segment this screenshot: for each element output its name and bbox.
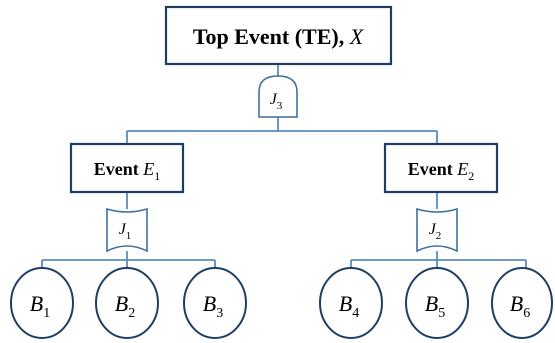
event-e2-label: Event — [408, 159, 458, 179]
basic-event-b3: B3 — [183, 267, 247, 339]
basic-event-b5-text: B5 — [425, 291, 445, 321]
gate-j1-shape — [106, 207, 148, 253]
basic-event-b6-circle — [491, 267, 553, 339]
basic-event-b1-circle — [10, 267, 74, 339]
event-e1-sub: 1 — [154, 169, 160, 183]
gate-j2-sub: 2 — [436, 230, 442, 242]
basic-event-b5-sub: 5 — [438, 306, 445, 321]
basic-event-b4-letter: B — [339, 291, 352, 316]
event-e2-sub: 2 — [468, 169, 474, 183]
event-e1-label: Event — [94, 159, 144, 179]
basic-event-b2-sub: 2 — [128, 306, 135, 321]
gate-j3-sub: 3 — [277, 100, 283, 112]
gate-j1-text: J1 — [119, 221, 132, 242]
basic-event-b5: B5 — [405, 267, 469, 339]
basic-event-b2-text: B2 — [115, 291, 135, 321]
gate-j3-text: J3 — [270, 91, 283, 112]
gate-j1-letter: J — [119, 221, 127, 238]
event-e1-box — [69, 142, 185, 194]
event-e2-box — [383, 142, 499, 194]
top-event-var: X — [349, 24, 365, 49]
gate-j1: J1 — [106, 207, 148, 253]
gate-j2-letter: J — [429, 221, 437, 238]
basic-event-b2: B2 — [95, 267, 159, 339]
basic-event-b1-sub: 1 — [43, 306, 50, 321]
gate-j2-shape — [416, 207, 458, 253]
connectors — [41, 64, 527, 268]
gate-j1-sub: 1 — [126, 230, 132, 242]
event-e1-text: Event E1 — [94, 159, 161, 183]
basic-event-b1-text: B1 — [30, 291, 50, 321]
event-e1-letter: E — [142, 159, 154, 179]
basic-event-b6-text: B6 — [510, 291, 530, 321]
basic-event-b5-letter: B — [425, 291, 438, 316]
basic-event-b2-letter: B — [115, 291, 128, 316]
basic-event-b4-sub: 4 — [352, 306, 359, 321]
basic-event-b1: B1 — [10, 267, 74, 339]
basic-event-b3-letter: B — [203, 291, 216, 316]
basic-event-b3-text: B3 — [203, 291, 223, 321]
basic-event-b3-circle — [183, 267, 247, 339]
basic-event-b3-sub: 3 — [216, 306, 223, 321]
gate-j3-shape — [258, 75, 298, 118]
top-event-node: Top Event (TE), X — [164, 5, 393, 66]
gate-j3-letter: J — [270, 91, 278, 108]
gate-j3: J3 — [258, 75, 298, 118]
basic-event-b6-sub: 6 — [523, 306, 530, 321]
basic-event-b4-text: B4 — [339, 291, 359, 321]
top-event-label: Top Event (TE), — [193, 24, 350, 49]
event-e2-text: Event E2 — [408, 159, 475, 183]
basic-event-b1-letter: B — [30, 291, 43, 316]
basic-event-b6: B6 — [491, 267, 553, 339]
basic-event-b6-letter: B — [510, 291, 523, 316]
event-e1-node: Event E1 — [69, 142, 185, 194]
gate-j2: J2 — [416, 207, 458, 253]
basic-event-b4-circle — [319, 267, 383, 339]
top-event-box — [164, 5, 393, 66]
basic-event-b2-circle — [95, 267, 159, 339]
gate-j2-text: J2 — [429, 221, 442, 242]
basic-event-b5-circle — [405, 267, 469, 339]
basic-event-b4: B4 — [319, 267, 383, 339]
event-e2-node: Event E2 — [383, 142, 499, 194]
event-e2-letter: E — [456, 159, 468, 179]
top-event-text: Top Event (TE), X — [193, 24, 365, 49]
